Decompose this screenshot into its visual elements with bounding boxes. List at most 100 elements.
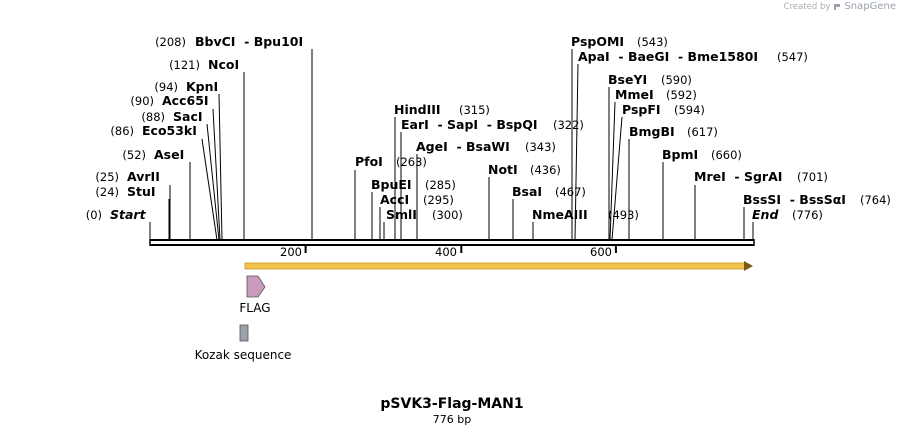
site-label-kpni[interactable]: (94) KpnI (154, 79, 218, 94)
site-lines (149, 49, 754, 241)
site-name: EarI - SapI - BspQI (401, 117, 538, 132)
site-line-pspfi (611, 116, 623, 241)
site-position: (86) (110, 124, 134, 138)
site-label-agei-bsawi[interactable]: AgeI - BsaWI (343) (416, 139, 556, 154)
site-label-bmgbi[interactable]: BmgBI (617) (629, 124, 718, 139)
site-name: MreI - SgrAI (694, 169, 782, 184)
ruler-tick-label: 600 (590, 245, 612, 259)
site-name: ApaI - BaeGI - Bme1580I (578, 49, 758, 64)
site-position: (322) (553, 118, 584, 132)
site-label-mrei-sgrai[interactable]: MreI - SgrAI (701) (694, 169, 828, 184)
kozak-box-icon (239, 324, 249, 342)
site-name: BmgBI (629, 124, 675, 139)
site-name: NotI (488, 162, 518, 177)
snapgene-logo-icon (834, 3, 841, 10)
site-label-saci[interactable]: (88) SacI (141, 109, 202, 124)
site-name: HindIII (394, 102, 441, 117)
site-label-pspomi[interactable]: PspOMI (543) (571, 34, 668, 49)
site-label-pspfi[interactable]: PspFI (594) (622, 102, 705, 117)
site-position: (467) (555, 185, 586, 199)
site-label-acci[interactable]: AccI (295) (380, 192, 454, 207)
snapgene-credit: Created by SnapGene (784, 1, 896, 12)
site-name: PspOMI (571, 34, 624, 49)
site-position: (660) (711, 148, 742, 162)
site-label-acc65i[interactable]: (90) Acc65I (130, 93, 208, 108)
site-position: (315) (459, 103, 490, 117)
site-position: (493) (608, 208, 639, 222)
site-name: AgeI - BsaWI (416, 139, 510, 154)
site-name: SmlI (386, 207, 417, 222)
site-label-start[interactable]: (0) Start (86, 207, 147, 222)
site-label-bsssi-bsssai[interactable]: BssSI - BssSαI (764) (743, 192, 891, 207)
site-name: AccI (380, 192, 409, 207)
site-name: Acc65I (162, 93, 209, 108)
site-name: BpuEI (371, 177, 412, 192)
site-label-bsai[interactable]: BsaI (467) (512, 184, 586, 199)
site-line-kpni (218, 93, 223, 241)
site-label-ncoi[interactable]: (121) NcoI (169, 57, 239, 72)
site-label-bpmi[interactable]: BpmI (660) (662, 147, 742, 162)
site-position: (343) (525, 140, 556, 154)
orf-arrow[interactable] (244, 261, 753, 271)
site-line-saci (206, 123, 220, 241)
site-label-nmeaiii[interactable]: NmeAIII (493) (532, 207, 639, 222)
credit-brand: SnapGene (844, 1, 896, 12)
site-position: (617) (687, 125, 718, 139)
site-name: PspFI (622, 102, 661, 117)
credit-prefix: Created by (783, 1, 831, 12)
site-name: NmeAIII (532, 207, 588, 222)
site-position: (263) (396, 155, 427, 169)
site-position: (52) (122, 148, 146, 162)
site-label-avrii[interactable]: (25) AvrII (95, 169, 159, 184)
ruler-tick-label: 400 (435, 245, 457, 259)
site-label-apai-baegi-bme1580i[interactable]: ApaI - BaeGI - Bme1580I (547) (578, 49, 808, 64)
site-name: BbvCI - Bpu10I (195, 34, 303, 49)
site-position: (547) (777, 50, 808, 64)
site-line-mmei (609, 101, 616, 241)
site-name: BpmI (662, 147, 698, 162)
site-label-asei[interactable]: (52) AseI (122, 147, 184, 162)
site-label-noti[interactable]: NotI (436) (488, 162, 561, 177)
site-name: NcoI (208, 57, 239, 72)
feature-label: Kozak sequence (195, 348, 292, 362)
site-position: (0) (86, 208, 102, 222)
site-position: (764) (860, 193, 891, 207)
site-label-bbvci-bpu10i[interactable]: (208) BbvCI - Bpu10I (155, 34, 303, 49)
site-name: KpnI (186, 79, 218, 94)
site-name: AvrII (127, 169, 160, 184)
site-line-apai (574, 63, 579, 241)
site-label-bseyi[interactable]: BseYI (590) (608, 72, 692, 87)
ruler-tick-400: 400 (435, 245, 463, 259)
site-position: (543) (637, 35, 668, 49)
site-name: MmeI (615, 87, 654, 102)
site-position: (24) (95, 185, 119, 199)
site-label-smli[interactable]: SmlI (300) (386, 207, 463, 222)
site-position: (295) (423, 193, 454, 207)
site-position: (94) (154, 80, 178, 94)
site-label-mmei[interactable]: MmeI (592) (615, 87, 697, 102)
site-name: StuI (127, 184, 156, 199)
site-name: BseYI (608, 72, 647, 87)
feature-label: FLAG (239, 301, 270, 315)
site-position: (436) (530, 163, 561, 177)
site-label-eco53ki[interactable]: (86) Eco53kI (110, 123, 197, 138)
feature-kozak-sequence[interactable]: Kozak sequence (195, 324, 292, 362)
site-label-eari-sapi-bspqi[interactable]: EarI - SapI - BspQI (322) (401, 117, 584, 132)
site-line-acc65i (212, 108, 221, 241)
site-name: End (752, 207, 779, 222)
flag-arrow-icon (246, 275, 266, 298)
site-label-stui[interactable]: (24) StuI (95, 184, 155, 199)
site-label-end[interactable]: End (776) (752, 207, 823, 222)
site-label-pfoi[interactable]: PfoI (263) (355, 154, 427, 169)
site-label-hindiii[interactable]: HindIII (315) (394, 102, 490, 117)
map-length: 776 bp (432, 413, 472, 426)
site-position: (90) (130, 94, 154, 108)
site-name: AseI (154, 147, 184, 162)
site-position: (594) (674, 103, 705, 117)
site-position: (592) (666, 88, 697, 102)
site-position: (25) (95, 170, 119, 184)
site-label-bpuei[interactable]: BpuEI (285) (371, 177, 456, 192)
site-name: Start (110, 207, 147, 222)
feature-flag[interactable]: FLAG (239, 275, 271, 315)
